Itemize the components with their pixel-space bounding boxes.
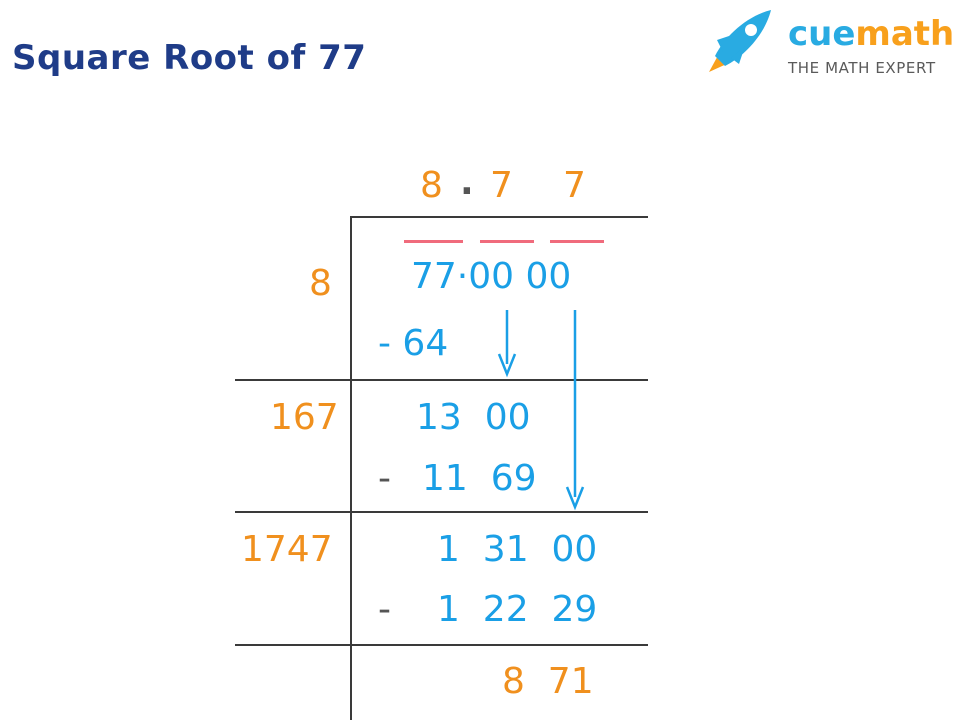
remainder-1: 13 00 [416, 397, 531, 438]
subtraction-1: - 64 [378, 323, 449, 364]
subtraction-2-sign: - [378, 458, 391, 499]
brand-tagline: THE MATH EXPERT [788, 59, 936, 77]
row-divider-2 [235, 511, 648, 513]
subtraction-2: 11 69 [422, 458, 537, 499]
arrow-1-head [497, 353, 517, 378]
brand-name-cue: cue [788, 14, 856, 54]
arrow-2-head [565, 486, 585, 511]
top-bar-line [350, 216, 648, 218]
quotient-decimal-point: . [460, 162, 474, 203]
row-divider-1 [235, 379, 648, 381]
remainder-2: 1 31 00 [437, 529, 598, 570]
cuemath-logo[interactable]: cuemath THE MATH EXPERT [695, 6, 957, 86]
divisor-1: 8 [309, 263, 332, 304]
pair-bar-3 [550, 240, 604, 243]
page-title: Square Root of 77 [12, 38, 367, 78]
brand-name: cuemath [788, 14, 954, 54]
divisor-2: 167 [270, 397, 339, 438]
final-remainder: 8 71 [502, 661, 594, 702]
quotient-digit-3: 7 [563, 165, 586, 206]
rocket-icon [709, 10, 771, 72]
subtraction-3: 1 22 29 [437, 589, 598, 630]
subtraction-3-sign: - [378, 589, 391, 630]
division-vertical-line [350, 216, 352, 720]
dividend: 77·00 00 [411, 256, 572, 297]
pair-bar-2 [480, 240, 534, 243]
quotient-digit-1: 8 [420, 165, 443, 206]
quotient-digit-2: 7 [490, 165, 513, 206]
pair-bar-1 [404, 240, 463, 243]
row-divider-3 [235, 644, 648, 646]
divisor-3: 1747 [241, 529, 333, 570]
brand-name-math: math [855, 14, 955, 54]
